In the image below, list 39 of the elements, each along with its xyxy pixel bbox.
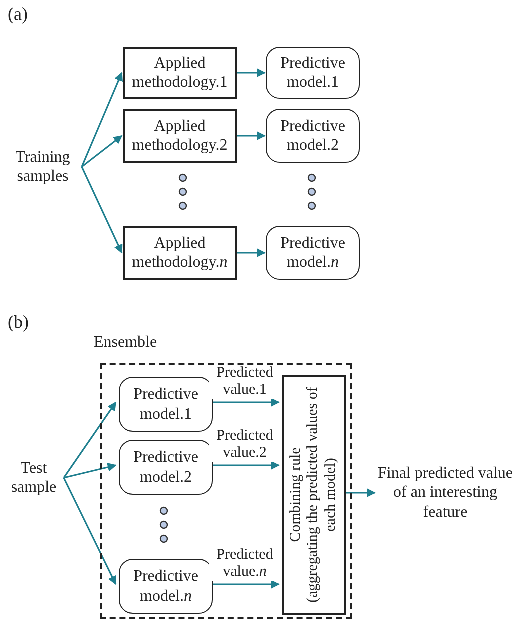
process-box xyxy=(123,47,237,99)
text-label: Test sample xyxy=(4,456,64,500)
model-box xyxy=(119,377,213,432)
panel-label: (a) xyxy=(8,4,28,25)
process-box xyxy=(123,226,237,280)
arrow xyxy=(81,166,123,254)
arrow xyxy=(237,248,266,258)
box-label: Predictive model.1 xyxy=(280,54,346,92)
arrow xyxy=(81,72,123,168)
rule-title: Combining rule xyxy=(288,448,306,542)
arrow xyxy=(237,132,266,140)
arrow xyxy=(82,135,123,168)
model-box xyxy=(266,109,360,163)
box-label: Applied methodology.n xyxy=(131,234,229,272)
process-box xyxy=(123,109,237,163)
box-label: Predictive model.2 xyxy=(132,448,200,487)
box-label: Predictive model.1 xyxy=(132,385,200,424)
arrow xyxy=(344,488,376,498)
text-label: Training samples xyxy=(4,145,82,189)
box-label: Applied methodology.2 xyxy=(131,116,229,156)
arrow xyxy=(64,463,117,479)
arrow xyxy=(211,580,280,589)
rule-description: (aggregating the predicted values of each model) xyxy=(305,386,340,605)
model-box xyxy=(119,559,213,614)
model-box xyxy=(266,226,360,280)
box-label: Predictive model.n xyxy=(280,234,346,272)
group-heading: Ensemble xyxy=(94,334,158,352)
arrow xyxy=(211,398,280,407)
panel-label: (b) xyxy=(8,312,29,333)
model-box xyxy=(119,440,213,495)
box-label: Predictive model.2 xyxy=(280,116,346,156)
arrow xyxy=(63,478,117,586)
arrow xyxy=(63,402,117,478)
text-label: Final predicted value of an interesting feature xyxy=(376,462,515,524)
arrow xyxy=(211,461,280,470)
box-label: Applied methodology.1 xyxy=(131,54,229,92)
box-label: Predictive model.n xyxy=(132,567,200,606)
arrow xyxy=(237,68,266,78)
model-box xyxy=(266,47,360,99)
